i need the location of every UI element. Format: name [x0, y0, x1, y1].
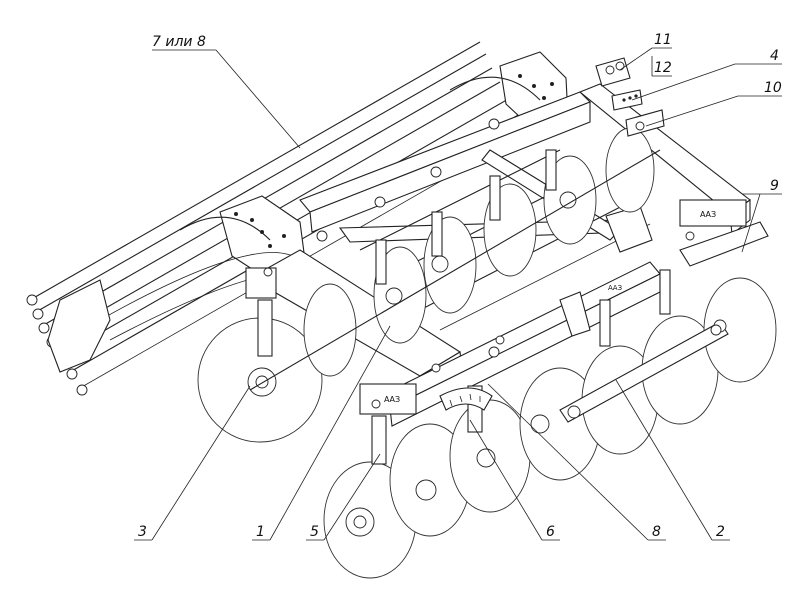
callout-12: 12	[654, 60, 672, 76]
callout-3: 3	[138, 524, 147, 540]
callout-6: 6	[546, 524, 555, 540]
callout-8: 8	[652, 524, 661, 540]
callout-10: 10	[764, 80, 782, 96]
decal-mid: ААЗ	[608, 284, 623, 292]
decal-frame-left: ААЗ	[384, 395, 400, 404]
upper-right-brackets	[595, 57, 665, 137]
callout-2: 2	[716, 524, 725, 540]
callout-9: 9	[770, 178, 779, 194]
callout-4: 4	[770, 48, 779, 64]
main-frame: ААЗ ААЗ ААЗ	[245, 83, 751, 427]
callout-5: 5	[310, 524, 319, 540]
callout-1: 1	[256, 524, 265, 540]
front-disc-gang	[323, 221, 777, 579]
rear-disc-gang	[197, 127, 661, 443]
leader-lines	[134, 47, 782, 541]
callout-7-or-8: 7 или 8	[152, 34, 206, 50]
decal-frame-right: ААЗ	[700, 210, 716, 219]
callout-11: 11	[654, 32, 672, 48]
